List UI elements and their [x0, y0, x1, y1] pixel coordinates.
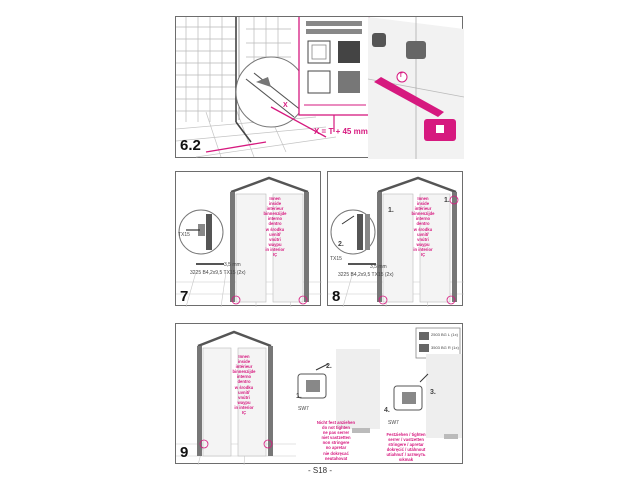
- wrench-label-a: SW7: [298, 406, 309, 412]
- step-number: 6.2: [180, 137, 201, 154]
- part-label-left: 2503 BG L (1x): [431, 332, 458, 337]
- step-number: 9: [180, 444, 189, 461]
- dimension-t-label: T: [399, 73, 403, 79]
- panel-step-7: 7 TX15 3,5 mm 3225 B4,2x9,5 TX15 (2x) In…: [175, 171, 322, 307]
- screw-spec: 3225 B4,2x9,5 TX15 (2x): [190, 270, 246, 276]
- inside-note: Innen inside intérieur binnenzijde inter…: [411, 196, 435, 258]
- substep-4: 4.: [384, 407, 390, 414]
- step-number: 7: [180, 288, 189, 305]
- panel-step-8: 8 1. 1. 2. TX15 3,5 mm 3225 B4,2x9,5 TX1…: [327, 171, 464, 307]
- substep-2: 2.: [326, 363, 332, 370]
- substep-1-top: 1.: [388, 207, 394, 214]
- illustration-8: [328, 176, 464, 307]
- tighten-note: Festziehen / tighten serrer / vastzetten…: [386, 432, 426, 463]
- formula-text: X = T + 45 mm: [314, 127, 368, 136]
- panel-step-6-2: 6.2 X T X = T + 45 mm: [175, 16, 464, 159]
- dimension-label: 3,5 mm: [370, 264, 387, 270]
- substep-2: 2.: [338, 241, 344, 248]
- screw-spec: 3225 B4,2x9,5 TX15 (2x): [338, 272, 394, 278]
- dimension-label: 3,5 mm: [224, 262, 241, 268]
- page-number: - S18 -: [307, 466, 332, 475]
- illustration-6-2: [176, 17, 464, 159]
- do-not-tighten-note: Nicht fest anziehen do not tighten ne pa…: [316, 420, 356, 461]
- substep-1: 1.: [296, 393, 302, 400]
- inside-note: Innen inside intérieur binnenzijde inter…: [232, 354, 256, 416]
- screw-label: TX15: [178, 232, 190, 238]
- substep-3: 3.: [430, 389, 436, 396]
- step-number: 8: [332, 288, 341, 305]
- wrench-label-b: SW7: [388, 420, 399, 426]
- illustration-7: [176, 176, 322, 307]
- screw-label: TX15: [330, 256, 342, 262]
- panel-step-9: 9 2503 BG L (1x) 3503 BG R (1x) 1. 2. 3.…: [175, 323, 463, 465]
- illustration-9: [176, 327, 462, 465]
- substep-1-right: 1.: [444, 197, 450, 204]
- dimension-x-label: X: [283, 102, 288, 109]
- inside-note: Innen inside intérieur binnenzijde inter…: [263, 196, 287, 258]
- part-label-right: 3503 BG R (1x): [431, 345, 459, 350]
